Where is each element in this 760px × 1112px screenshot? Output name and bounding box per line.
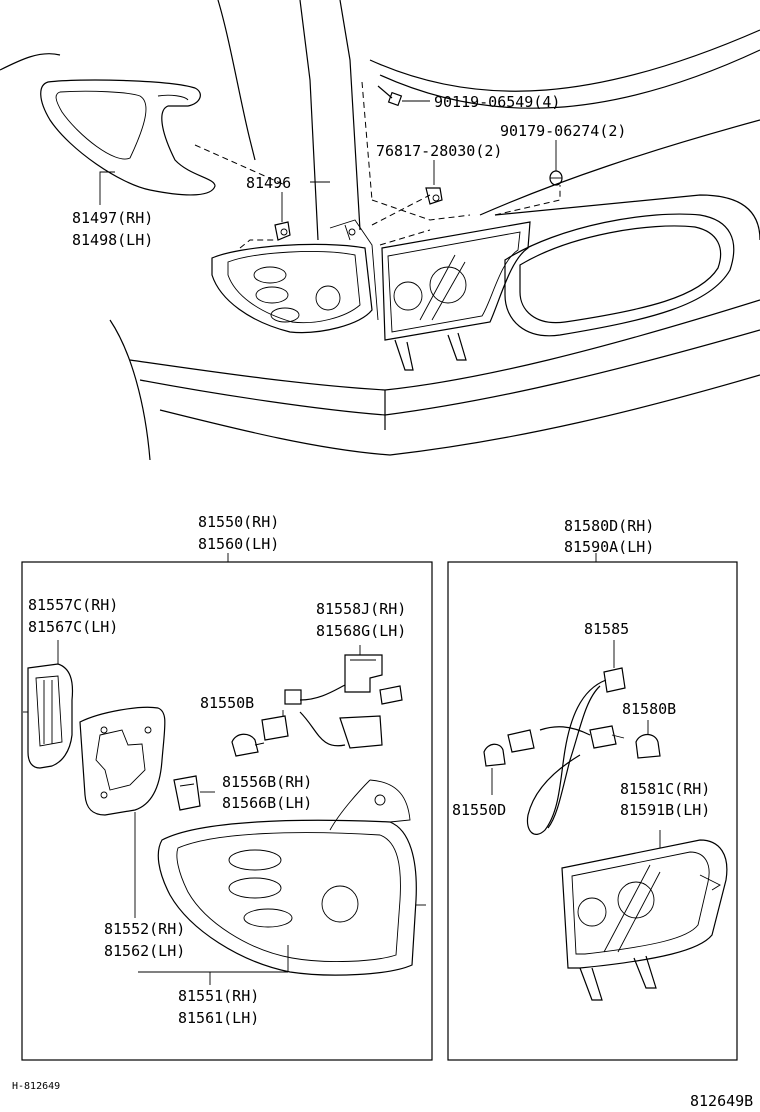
clip-81496-icon <box>274 221 291 241</box>
label-81558j: 81558J(RH) <box>316 600 406 618</box>
lens-body-part <box>157 779 426 976</box>
wire-harness-part <box>507 640 626 835</box>
label-clip: 76817-28030(2) <box>376 142 502 160</box>
label-81561: 81561(LH) <box>178 1009 259 1027</box>
label-81580b: 81580B <box>622 700 676 718</box>
bulb-81580b-icon <box>635 720 661 759</box>
bolt-icon <box>377 85 403 107</box>
label-lamp-assy-rh: 81550(RH) <box>198 513 279 531</box>
label-81567c: 81567C(LH) <box>28 618 118 636</box>
label-81551: 81551(RH) <box>178 987 259 1005</box>
label-81562: 81562(LH) <box>104 942 185 960</box>
lamp-81581c-part <box>561 830 728 1001</box>
bulb-81550d-icon <box>483 743 506 795</box>
tail-lamp-left-installed <box>211 219 379 334</box>
vehicle-body-outline <box>0 0 760 461</box>
cover-part <box>23 640 74 769</box>
bulb-81550b-icon <box>231 733 265 757</box>
label-lamp-assy-lh: 81560(LH) <box>198 535 279 553</box>
top-leader-lines <box>99 100 557 222</box>
right-assembly-box: 81580D(RH) 81590A(LH) 81585 81580B 81550… <box>447 517 738 1061</box>
wiring-socket-part <box>261 645 403 749</box>
label-81568g: 81568G(LH) <box>316 622 406 640</box>
label-81550b: 81550B <box>200 694 254 712</box>
label-81585: 81585 <box>584 620 629 638</box>
clip-icon <box>425 187 443 205</box>
label-bolt: 90119-06549(4) <box>434 93 560 111</box>
label-81496: 81496 <box>246 174 291 192</box>
label-81556b: 81556B(RH) <box>222 773 312 791</box>
label-garnish-rh: 81497(RH) <box>72 209 153 227</box>
top-labels: 90119-06549(4) 90179-06274(2) 76817-2803… <box>72 93 626 249</box>
tail-lamp-right-installed <box>381 221 531 371</box>
garnish-part <box>40 79 216 196</box>
label-81566b: 81566B(LH) <box>222 794 312 812</box>
label-81591b: 81591B(LH) <box>620 801 710 819</box>
left-assembly-box: 81550(RH) 81560(LH) 81557C(RH) 81567C(LH… <box>21 513 433 1061</box>
socket-81556b-icon <box>173 775 215 811</box>
footer-right-code: 812649B <box>690 1092 753 1110</box>
label-81550d: 81550D <box>452 801 506 819</box>
top-dashed-lines <box>194 81 561 249</box>
label-lamp-assy2-rh: 81580D(RH) <box>564 517 654 535</box>
label-81557c: 81557C(RH) <box>28 596 118 614</box>
gasket-part <box>79 706 166 918</box>
label-nut: 90179-06274(2) <box>500 122 626 140</box>
footer-left-code: H-812649 <box>12 1081 60 1092</box>
nut-icon <box>549 170 563 186</box>
label-81581c: 81581C(RH) <box>620 780 710 798</box>
label-lamp-assy2-lh: 81590A(LH) <box>564 538 654 556</box>
label-81552: 81552(RH) <box>104 920 185 938</box>
label-garnish-lh: 81498(LH) <box>72 231 153 249</box>
